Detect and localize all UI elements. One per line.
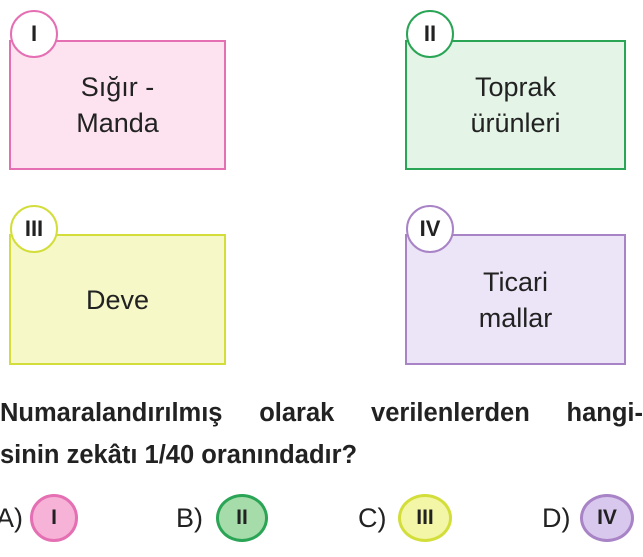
card-ii-badge: II	[406, 10, 454, 58]
card-ii-numeral: II	[423, 21, 437, 46]
option-b-numeral: II	[236, 506, 248, 529]
option-c-badge[interactable]: III	[398, 494, 452, 542]
option-d-numeral: IV	[597, 506, 617, 529]
card-iv-numeral: IV	[419, 216, 441, 241]
question-line-2: sinin zekâtı 1/40 oranındadır?	[0, 441, 358, 469]
option-a-badge[interactable]: I	[30, 494, 78, 542]
option-c-label[interactable]: C)	[358, 503, 387, 533]
card-iv-text: Ticari mallar	[478, 266, 553, 333]
card-iv-badge: IV	[406, 205, 454, 253]
card-i-text: Sığır - Manda	[76, 72, 159, 138]
option-b-badge[interactable]: II	[216, 494, 268, 542]
option-a-numeral: I	[51, 506, 57, 529]
card-iii-text: Deve	[85, 284, 150, 315]
card-iii-numeral: III	[24, 216, 44, 241]
option-a-label[interactable]: A)	[0, 503, 23, 533]
card-i-numeral: I	[30, 21, 38, 46]
question-text: Numaralandırılmış olarak verilenlerden h…	[0, 392, 643, 476]
question-line-1: Numaralandırılmış olarak verilenlerden h…	[0, 399, 643, 427]
card-iv: Ticari mallar	[405, 234, 626, 365]
option-b-label[interactable]: B)	[176, 503, 203, 533]
option-d-label[interactable]: D)	[542, 503, 571, 533]
option-c-numeral: III	[416, 506, 434, 529]
option-d-badge[interactable]: IV	[580, 494, 634, 542]
card-ii: Toprak ürünleri	[405, 40, 626, 170]
card-iii: Deve	[9, 234, 226, 365]
card-ii-text: Toprak ürünleri	[470, 72, 561, 138]
card-iii-badge: III	[10, 205, 58, 253]
card-i-badge: I	[10, 10, 58, 58]
card-i: Sığır - Manda	[9, 40, 226, 170]
